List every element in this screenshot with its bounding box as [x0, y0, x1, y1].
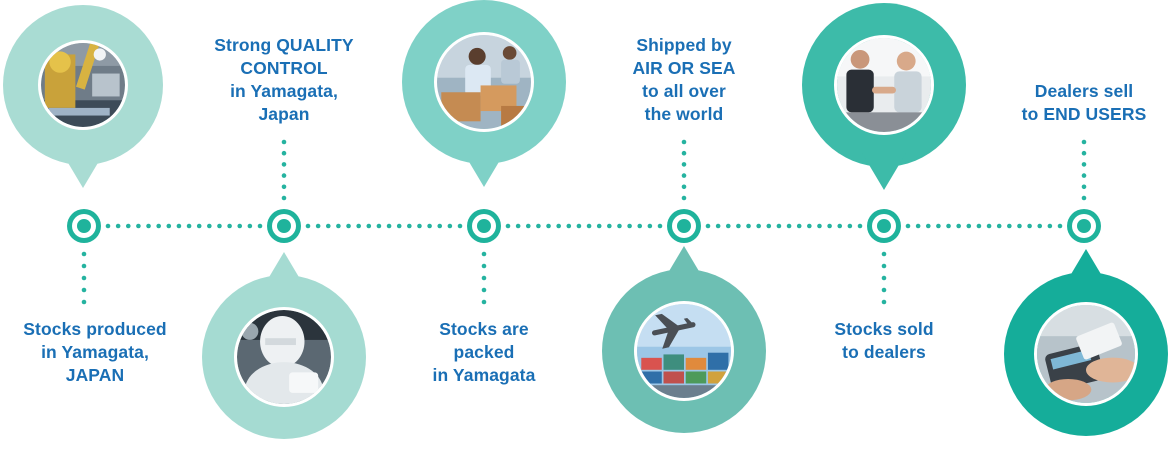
caption-line: Stocks are — [439, 319, 529, 339]
caption-line: Stocks sold — [834, 319, 934, 339]
photo-pin — [402, 0, 566, 187]
caption-line: JAPAN — [65, 365, 125, 385]
caption-line: to all over — [642, 81, 726, 101]
step-caption: Dealers sell to END USERS — [989, 80, 1170, 126]
photo-pin — [3, 5, 163, 188]
timeline-node — [67, 209, 101, 243]
caption-connector — [681, 139, 687, 201]
caption-line: in Yamagata — [432, 365, 536, 385]
caption-line: to dealers — [842, 342, 926, 362]
step-caption: Stocks sold to dealers — [789, 318, 979, 364]
caption-connector — [481, 251, 487, 305]
caption-connector — [81, 251, 87, 305]
photo-pin — [202, 252, 366, 439]
caption-line: Japan — [258, 104, 310, 124]
step-caption: Stocks are packed in Yamagata — [389, 318, 579, 387]
caption-line: Stocks produced — [23, 319, 167, 339]
timeline-dotted-line — [705, 223, 863, 229]
caption-line: in Yamagata, — [230, 81, 338, 101]
timeline-node — [1067, 209, 1101, 243]
timeline-dotted-line — [505, 223, 663, 229]
timeline-dotted-line — [905, 223, 1063, 229]
caption-line: in Yamagata, — [41, 342, 149, 362]
timeline-dotted-line — [105, 223, 263, 229]
caption-line: to END USERS — [1021, 104, 1147, 124]
caption-line: CONTROL — [240, 58, 328, 78]
timeline-node — [467, 209, 501, 243]
step-caption: Shipped by AIR OR SEA to all over the world — [589, 34, 779, 126]
caption-line: packed — [453, 342, 515, 362]
caption-line: Shipped by — [636, 35, 732, 55]
caption-line: Dealers sell — [1034, 81, 1134, 101]
caption-line: AIR OR SEA — [632, 58, 736, 78]
step-caption: Strong QUALITY CONTROL in Yamagata, Japan — [189, 34, 379, 126]
timeline-dotted-line — [305, 223, 463, 229]
step-caption: Stocks produced in Yamagata, JAPAN — [0, 318, 190, 387]
photo-pin — [602, 246, 766, 433]
caption-line: the world — [644, 104, 724, 124]
caption-connector — [1081, 139, 1087, 201]
caption-connector — [281, 139, 287, 201]
timeline-node — [867, 209, 901, 243]
photo-pin — [1004, 249, 1168, 436]
caption-connector — [881, 251, 887, 305]
timeline-node — [267, 209, 301, 243]
caption-line: Strong QUALITY — [214, 35, 354, 55]
photo-pin — [802, 3, 966, 190]
timeline-node — [667, 209, 701, 243]
